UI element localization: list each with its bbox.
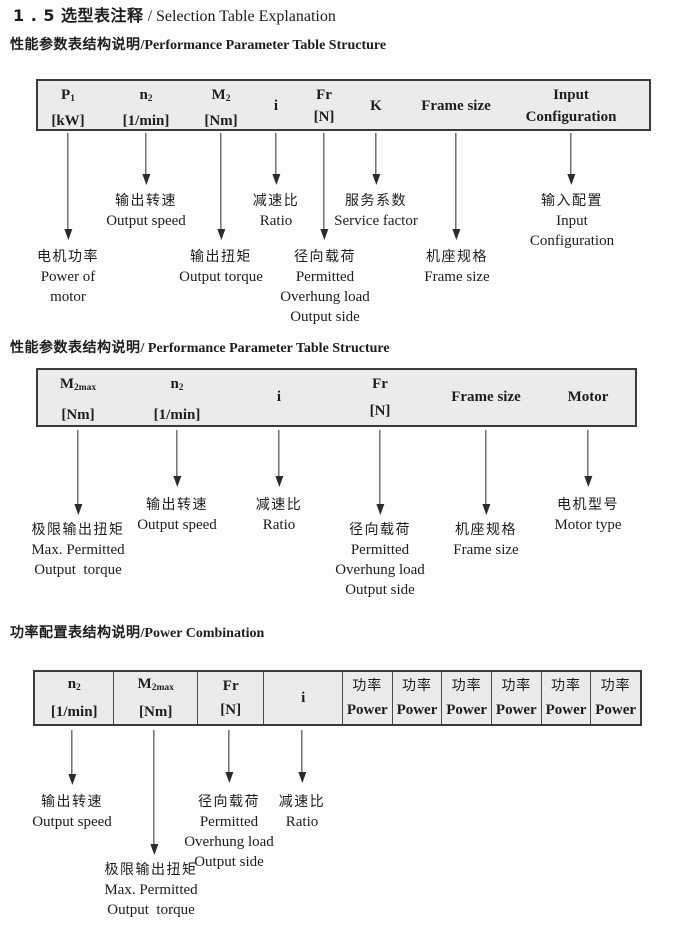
section1-heading: 性能参数表结构说明/Performance Parameter Table St… bbox=[10, 36, 386, 55]
label2-motor-type: 电机型号 Motor type bbox=[554, 497, 622, 533]
table1-header-n2-unit: [1/min] bbox=[122, 113, 170, 129]
arrow-k bbox=[375, 133, 377, 174]
label-output-speed: 输出转速 Output speed bbox=[106, 193, 186, 229]
arrow-m2max-3 bbox=[153, 730, 155, 844]
label2-max-output-torque: 极限输出扭矩 Max. Permitted Output torque bbox=[31, 522, 125, 578]
table1-header-k: K bbox=[370, 98, 382, 114]
arrow-n2 bbox=[145, 133, 147, 174]
table2-header-motor: Motor bbox=[567, 389, 609, 405]
table1-header-p1-unit: [kW] bbox=[51, 113, 85, 129]
table1-header-frame-size: Frame size bbox=[421, 98, 491, 114]
arrow-p1 bbox=[67, 133, 69, 229]
arrow-i-2 bbox=[278, 430, 280, 476]
table1-header-fr-symbol: Fr bbox=[316, 87, 332, 103]
table2-header-n2-unit: [1/min] bbox=[153, 407, 201, 423]
label-service-factor: 服务系数 Service factor bbox=[334, 193, 418, 229]
arrow-fr-3 bbox=[228, 730, 230, 772]
arrow-fr-2 bbox=[379, 430, 381, 504]
table1-header-input-configuration: Input Configuration bbox=[525, 87, 617, 125]
table3-header-power-3: 功率 Power bbox=[441, 672, 491, 724]
label2-overhung-load: 径向载荷 Permitted Overhung load Output side bbox=[335, 522, 425, 598]
table1-header-fr-unit: [N] bbox=[313, 109, 335, 125]
table1-header-n2-symbol: n2 bbox=[139, 87, 153, 104]
label3-max-output-torque: 极限输出扭矩 Max. Permitted Output torque bbox=[104, 862, 198, 918]
section2-heading-zh: 性能参数表结构说明 bbox=[10, 340, 141, 356]
label-frame-size: 机座规格 Frame size bbox=[424, 249, 490, 285]
table2-header-n2: n2 [1/min] bbox=[154, 371, 201, 429]
table1-header-p1-symbol: P1 bbox=[61, 87, 75, 104]
label-motor-power: 电机功率 Power of motor bbox=[37, 249, 99, 305]
table3-header-power-2: 功率 Power bbox=[391, 672, 442, 724]
table2-header-fr-unit: [N] bbox=[369, 403, 391, 419]
label-output-torque: 输出扭矩 Output torque bbox=[179, 249, 263, 285]
table2-header-m2max: M2max [Nm] bbox=[60, 371, 96, 429]
table3-header-i: i bbox=[263, 672, 341, 724]
arrow-i-3 bbox=[301, 730, 303, 772]
page-title-zh: 1 . 5 选型表注释 bbox=[13, 6, 144, 25]
label3-overhung-load: 径向载荷 Permitted Overhung load Output side bbox=[184, 794, 274, 870]
table1-header-m2: M2 [Nm] bbox=[204, 84, 237, 132]
arrow-i bbox=[275, 133, 277, 174]
table3-header-fr: Fr [N] bbox=[196, 672, 264, 724]
performance-table-2 bbox=[36, 368, 637, 427]
table1-header-fr: Fr [N] bbox=[314, 84, 335, 128]
table3-header-power-5: 功率 Power bbox=[540, 672, 591, 724]
arrow-n2-2 bbox=[176, 430, 178, 476]
label2-frame-size: 机座规格 Frame size bbox=[453, 522, 519, 558]
section1-heading-en: /Performance Parameter Table Structure bbox=[140, 38, 387, 53]
table2-header-fr-symbol: Fr bbox=[372, 376, 388, 392]
section2-heading: 性能参数表结构说明/ Performance Parameter Table S… bbox=[10, 339, 390, 358]
table2-header-frame-size: Frame size bbox=[451, 389, 521, 405]
arrow-m2 bbox=[220, 133, 222, 229]
table3-header-power-4: 功率 Power bbox=[490, 672, 541, 724]
arrow-frame-2 bbox=[485, 430, 487, 504]
label2-ratio: 减速比 Ratio bbox=[255, 497, 303, 533]
label2-output-speed: 输出转速 Output speed bbox=[137, 497, 217, 533]
section3-heading: 功率配置表结构说明/Power Combination bbox=[10, 624, 264, 643]
performance-table-1 bbox=[36, 79, 651, 131]
page-title: 1 . 5 选型表注释 / Selection Table Explanatio… bbox=[13, 5, 336, 28]
table1-header-p1: P1 [kW] bbox=[51, 84, 84, 132]
arrow-frame bbox=[455, 133, 457, 229]
label-overhung-load: 径向载荷 Permitted Overhung load Output side bbox=[280, 249, 370, 325]
table2-header-fr: Fr [N] bbox=[370, 371, 391, 425]
section3-heading-en: /Power Combination bbox=[140, 626, 265, 641]
table1-header-n2: n2 [1/min] bbox=[123, 84, 170, 132]
table3-header-n2: n2 [1/min] bbox=[50, 676, 98, 720]
arrow-n2-3 bbox=[71, 730, 73, 774]
table2-header-m2max-unit: [Nm] bbox=[61, 407, 95, 423]
power-combination-table: n2 [1/min] M2max [Nm] Fr [N] i 功率 Power … bbox=[33, 670, 642, 726]
table1-header-m2-unit: [Nm] bbox=[204, 113, 238, 129]
table3-header-power-6: 功率 Power bbox=[590, 672, 640, 724]
page-title-en: / Selection Table Explanation bbox=[147, 8, 336, 25]
section2-heading-en: / Performance Parameter Table Structure bbox=[140, 341, 390, 356]
table2-header-i: i bbox=[276, 389, 282, 405]
arrow-input bbox=[570, 133, 572, 174]
arrow-motor bbox=[587, 430, 589, 476]
label3-ratio: 减速比 Ratio bbox=[278, 794, 326, 830]
table1-header-m2-symbol: M2 bbox=[211, 87, 231, 104]
section1-heading-zh: 性能参数表结构说明 bbox=[10, 37, 141, 53]
table3-header-m2max: M2max [Nm] bbox=[113, 672, 196, 724]
label3-output-speed: 输出转速 Output speed bbox=[32, 794, 112, 830]
table2-header-n2-symbol: n2 bbox=[170, 376, 184, 393]
table3-header-power-1: 功率 Power bbox=[341, 672, 392, 724]
label-input-configuration: 输入配置 Input Configuration bbox=[529, 193, 615, 249]
arrow-fr bbox=[323, 133, 325, 229]
table1-header-i: i bbox=[273, 98, 279, 114]
section3-heading-zh: 功率配置表结构说明 bbox=[10, 625, 141, 641]
arrow-m2max bbox=[77, 430, 79, 504]
table2-header-m2max-symbol: M2max bbox=[59, 376, 97, 393]
label-ratio: 减速比 Ratio bbox=[252, 193, 300, 229]
